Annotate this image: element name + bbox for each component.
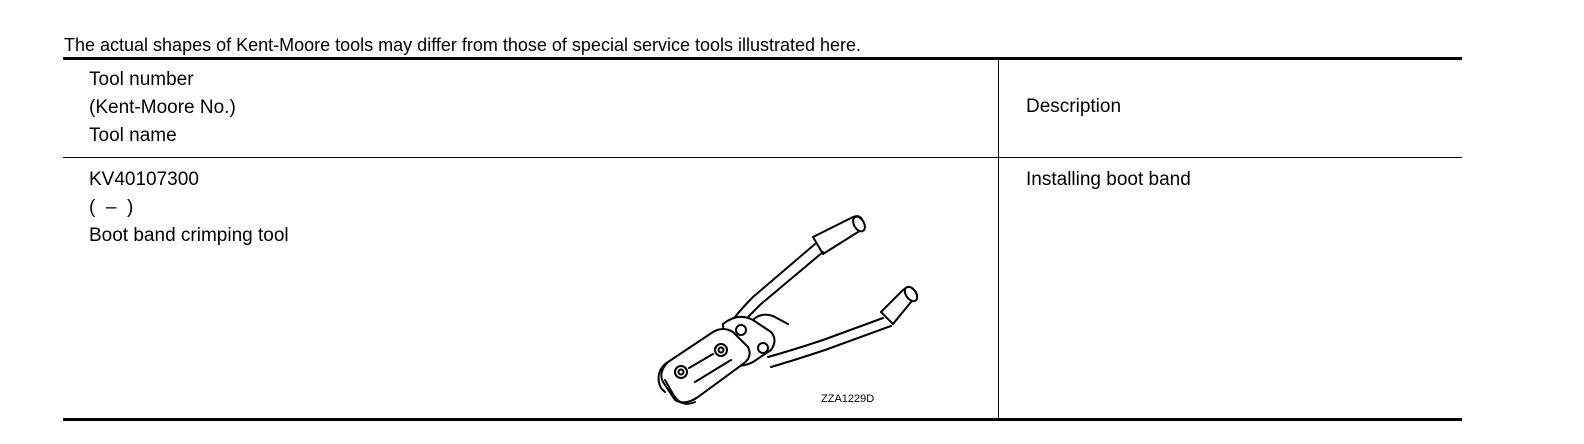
tool-name: Boot band crimping tool [89,225,289,246]
table-caption: The actual shapes of Kent-Moore tools ma… [64,35,862,55]
table-top-rule [63,57,1462,60]
column-divider [998,60,999,418]
tool-description: Installing boot band [1026,169,1191,190]
kent-moore-number: ( – ) [89,197,134,218]
figure-code: ZZA1229D [821,393,875,405]
boot-band-crimping-tool-icon [657,215,919,405]
header-tool-column: Tool number (Kent-Moore No.) Tool name [89,66,236,150]
tool-number: KV40107300 [89,169,199,190]
special-service-tools-table: Tool number (Kent-Moore No.) Tool name D… [63,57,1462,421]
header-tool-number: Tool number [89,69,194,90]
header-tool-name: Tool name [89,125,177,146]
header-description: Description [1026,96,1122,117]
header-kent-moore-no: (Kent-Moore No.) [89,97,236,118]
table-bottom-rule [63,418,1462,421]
table-header-rule [63,157,1462,158]
table-row-tool-info: KV40107300 ( – ) Boot band crimping tool [89,166,289,250]
